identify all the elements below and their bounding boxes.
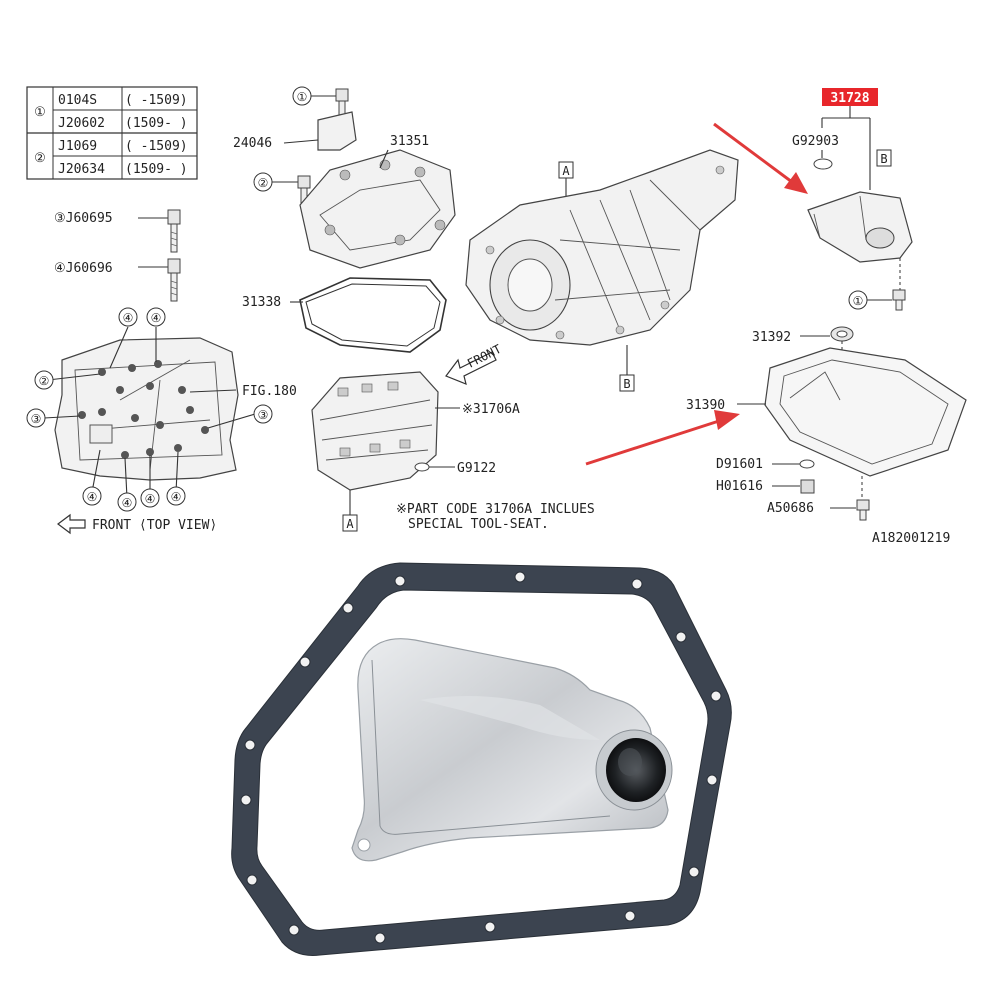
bolt-j60695: ③J60695 (54, 209, 181, 253)
label-31728: 31728 (830, 91, 869, 106)
red-pointer-arrow-icon (585, 410, 740, 466)
label-31706a: ※31706A (462, 402, 520, 417)
valve-body-31706a: ※31706A G9122 A (311, 371, 520, 532)
filter-photo (351, 638, 673, 862)
box-b: B (880, 152, 887, 166)
legend-key-1: ① (34, 105, 46, 120)
label-31392: 31392 (752, 330, 791, 345)
callout-3: ③ (31, 412, 42, 426)
label-31390: 31390 (686, 398, 725, 413)
label-31338: 31338 (242, 295, 281, 310)
legend-range: ( -1509) (125, 93, 188, 108)
callout-2: ② (39, 374, 50, 388)
valve-cover-assembly: ① 24046 ② 31351 (233, 86, 456, 269)
red-pointer-arrow-icon (713, 122, 808, 194)
label-31351: 31351 (390, 134, 429, 149)
label-fig180: FIG.180 (242, 384, 297, 399)
label-24046: 24046 (233, 136, 272, 151)
note: ※PART CODE 31706A INCLUES SPECIAL TOOL-S… (396, 502, 595, 532)
legend-part: J20602 (58, 116, 105, 131)
legend-part: 0104S (58, 93, 97, 108)
label-front-top-view: FRONT ⟨TOP VIEW⟩ (92, 518, 217, 533)
valve-body-top-view: ④ ④ ② ③ ③ ④ ④ ④ ④ FIG.180 (26, 307, 297, 512)
hollow-left-arrow-icon (57, 513, 86, 535)
bolt-j60696: ④J60696 (54, 258, 181, 302)
reference-code: A182001219 (872, 531, 950, 546)
front-top-view: FRONT ⟨TOP VIEW⟩ (57, 513, 217, 535)
label-a50686: A50686 (767, 501, 814, 516)
note-line-1: ※PART CODE 31706A INCLUES (396, 502, 595, 517)
filter-31728: 31728 G92903 B ① (792, 88, 913, 311)
callout-3: ③ (258, 408, 269, 422)
front-arrow: FRONT (445, 342, 504, 385)
note-line-2: SPECIAL TOOL-SEAT. (408, 517, 549, 532)
legend-range: (1509- ) (125, 162, 188, 177)
callout-4: ④ (145, 492, 156, 506)
box-a: A (346, 517, 354, 531)
pan-gasket-photo (231, 562, 732, 956)
legend-part: J20634 (58, 162, 105, 177)
bolt-label-j60695: ③J60695 (54, 211, 113, 226)
hollow-left-arrow-icon (445, 351, 497, 385)
label-h01616: H01616 (716, 479, 763, 494)
legend-part: J1069 (58, 139, 97, 154)
callout-4: ④ (123, 311, 134, 325)
legend-table: ① ② 0104S ( -1509) J20602 (1509- ) J1069… (26, 86, 198, 180)
product-photo (231, 562, 732, 956)
label-g92903: G92903 (792, 134, 839, 149)
gasket-31338: 31338 (242, 277, 447, 353)
bolt-label-j60696: ④J60696 (54, 261, 113, 276)
callout-4: ④ (122, 496, 133, 510)
callout-1: ① (297, 90, 308, 104)
legend-key-2: ② (34, 151, 46, 166)
transmission-housing: A B FRONT (445, 149, 739, 392)
box-a: A (562, 164, 570, 178)
callout-1: ① (853, 294, 864, 308)
label-d91601: D91601 (716, 457, 763, 472)
label-g9122: G9122 (457, 461, 496, 476)
legend-range: (1509- ) (125, 116, 188, 131)
box-b: B (623, 377, 630, 391)
callout-4: ④ (171, 490, 182, 504)
callout-2: ② (258, 176, 269, 190)
callout-4: ④ (87, 490, 98, 504)
oil-pan-31390: 31392 31390 D91601 H01616 A50686 (686, 326, 967, 521)
legend-range: ( -1509) (125, 139, 188, 154)
callout-4: ④ (151, 311, 162, 325)
